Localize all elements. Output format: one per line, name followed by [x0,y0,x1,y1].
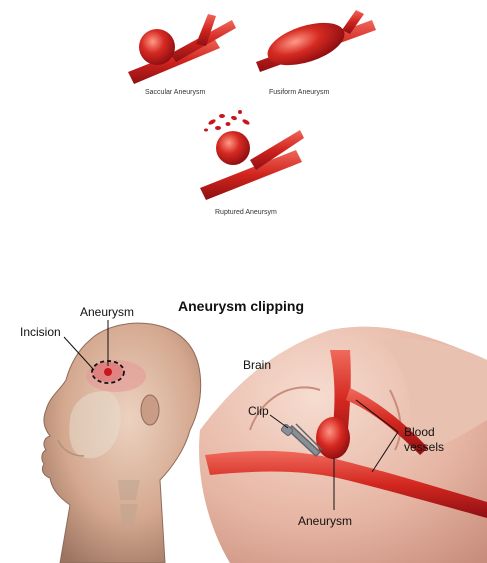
head-profile-figure [42,323,201,563]
fusiform-aneurysm-figure [256,10,376,73]
brain-label: Brain [243,358,271,372]
head-aneurysm-label: Aneurysm [80,305,134,319]
fusiform-aneurysm-label: Fusiform Aneurysm [269,89,329,96]
saccular-aneurysm-label: Saccular Aneurysm [145,89,205,96]
clip-label: Clip [248,404,269,418]
blood-vessels-label-line1: Blood [404,425,435,439]
saccular-aneurysm-figure [128,14,236,84]
ruptured-aneurysm-label: Ruptured Aneursym [215,209,277,216]
aneurysm-types-illustration [0,0,487,240]
ruptured-aneurysm-figure [200,110,304,200]
detail-aneurysm-label: Aneurysm [298,514,352,528]
aneurysm-types-panel: Saccular Aneurysm Fusiform Aneurysm Rupt… [0,0,487,240]
aneurysm-clipping-title: Aneurysm clipping [178,298,304,314]
aneurysm-clipping-panel: Aneurysm clipping Incision Aneurysm Brai… [0,280,487,563]
blood-vessels-label-line2: vessels [404,440,444,454]
clipping-illustration [0,280,487,563]
incision-label: Incision [20,325,61,339]
